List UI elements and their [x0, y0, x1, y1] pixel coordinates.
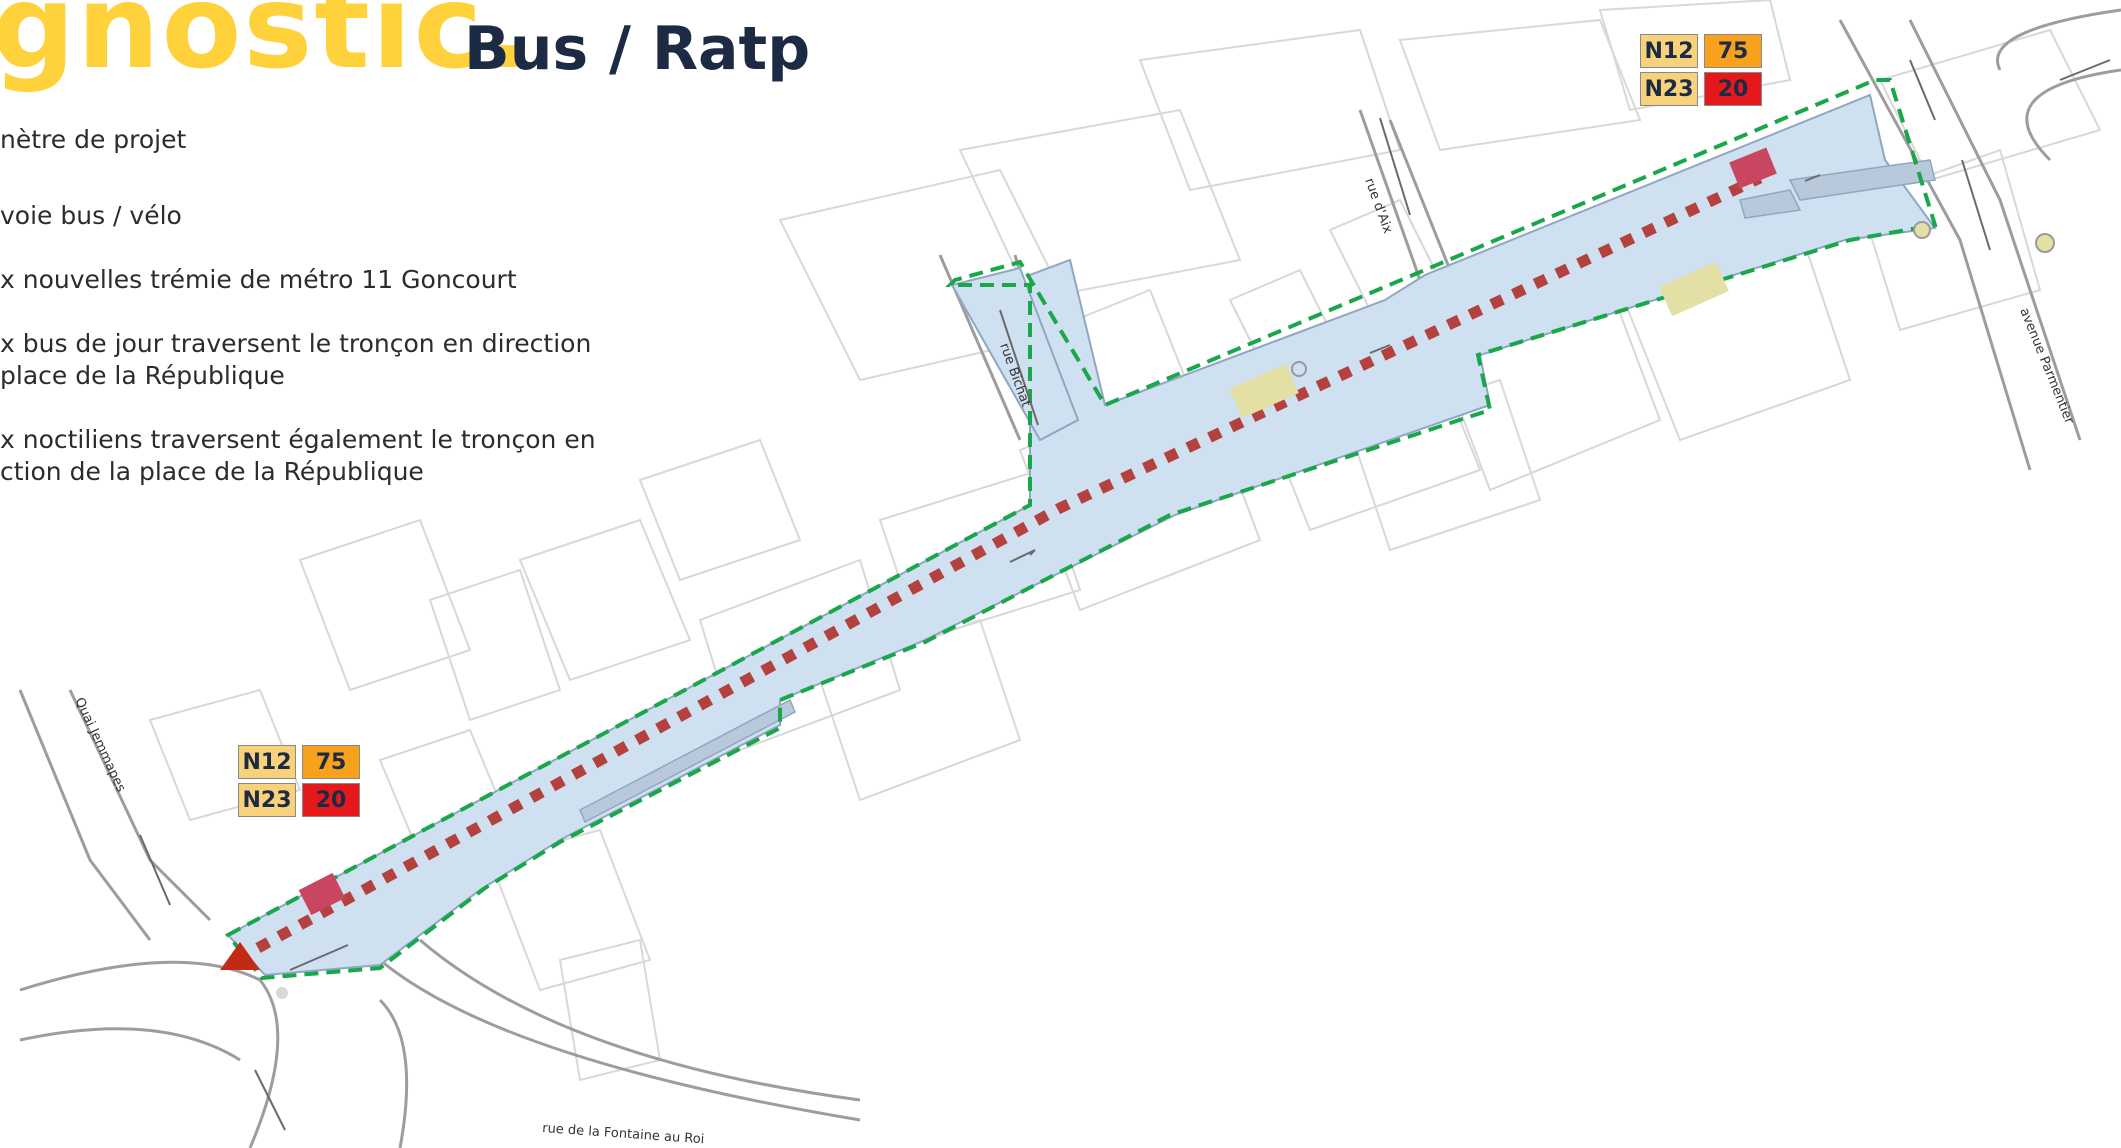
- legend-item-night-bus: x noctiliens traversent également le tro…: [0, 425, 596, 454]
- traffic-arrows: [139, 59, 2111, 1131]
- lower-median: [579, 698, 796, 824]
- street-label-jemmapes: Quai Jemmapes: [71, 695, 128, 794]
- route-box-east: N12 75 N23 20: [1640, 34, 1762, 106]
- legend-item-perimeter: nètre de projet: [0, 125, 187, 154]
- route-badge-night: N23: [1640, 72, 1698, 106]
- route-badge-night: N23: [238, 783, 296, 817]
- street-label-aix: rue d'Aix: [1361, 176, 1395, 236]
- metro-access-1: [1229, 363, 1299, 419]
- metro-marker: [1291, 361, 1307, 377]
- bus-stop-east: [1729, 147, 1777, 189]
- route-badge-day: 75: [302, 745, 360, 779]
- route-badge-night: N12: [238, 745, 296, 779]
- boulevard-street-area: [226, 93, 1937, 977]
- street-label-parmentier: avenue Parmentier: [2016, 306, 2076, 427]
- title-suffix: Bus / Ratp: [464, 14, 811, 84]
- legend-item-bus-lane: voie bus / vélo: [0, 201, 182, 230]
- bus-stop-west: [298, 872, 346, 916]
- metro-marker-3: [2035, 233, 2055, 253]
- route-badge-night: N12: [1640, 34, 1698, 68]
- legend-item-day-bus: x bus de jour traversent le tronçon en d…: [0, 329, 592, 358]
- title-prefix: gnostic.: [0, 0, 531, 95]
- route-box-west: N12 75 N23 20: [238, 745, 360, 817]
- metro-access-2: [1659, 261, 1729, 317]
- legend-item-day-bus-cont: place de la République: [0, 361, 285, 390]
- metro-marker-2: [1913, 221, 1931, 239]
- route-badge-day: 20: [302, 783, 360, 817]
- start-dot: [276, 987, 288, 999]
- legend-item-night-bus-cont: ction de la place de la République: [0, 457, 424, 486]
- street-label-fontaine: rue de la Fontaine au Roi: [542, 1121, 705, 1147]
- start-marker: [220, 942, 260, 970]
- legend-item-metro: x nouvelles trémie de métro 11 Goncourt: [0, 265, 517, 294]
- bus-bike-lane: [255, 173, 1763, 953]
- route-badge-day: 20: [1704, 72, 1762, 106]
- central-median: [1739, 159, 1936, 219]
- route-badge-day: 75: [1704, 34, 1762, 68]
